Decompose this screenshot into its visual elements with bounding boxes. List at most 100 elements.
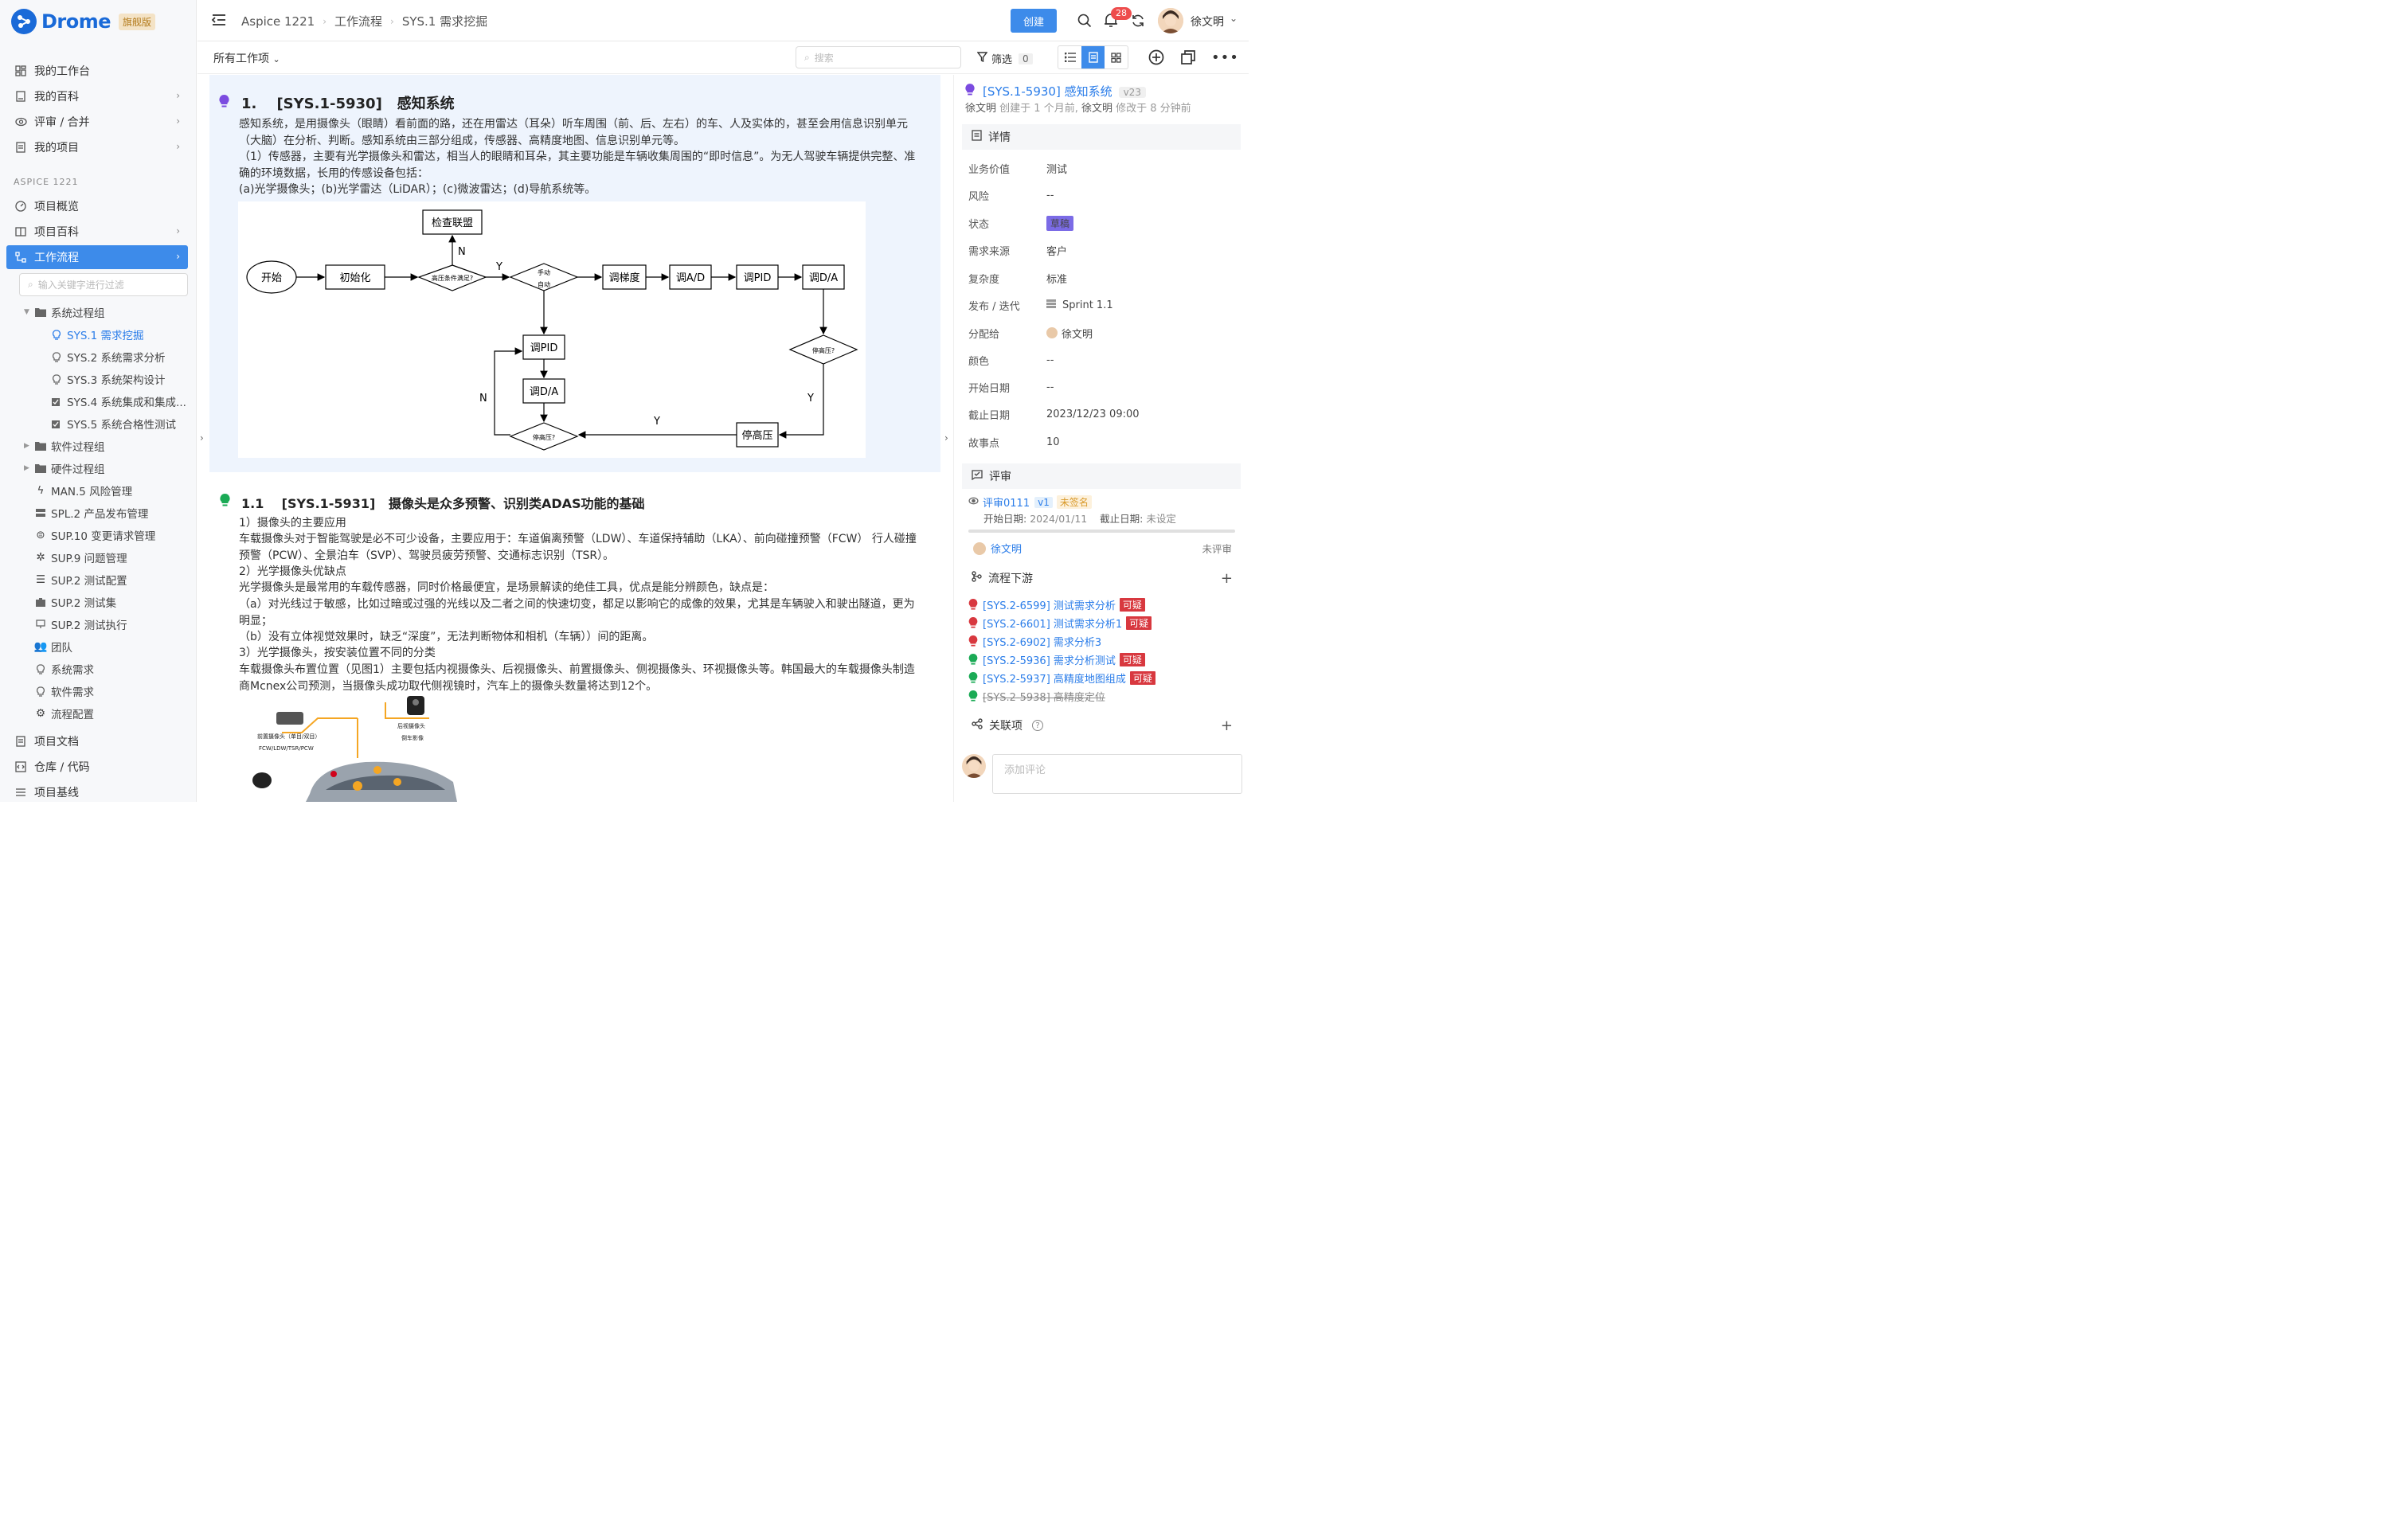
avatar[interactable] <box>1158 8 1183 33</box>
dashboard-icon <box>14 64 27 77</box>
nav-my-workbench[interactable]: 我的工作台 <box>6 59 188 83</box>
downstream-section-header[interactable]: 流程下游+ <box>962 565 1241 591</box>
requirement-block-selected[interactable]: 1. [SYS.1-5930] 感知系统 感知系统，是用摄像头（眼睛）看前面的路… <box>209 75 940 472</box>
modified-time: 修改于 8 分钟前 <box>1116 103 1191 115</box>
tree-item-sw-req[interactable]: 软件需求 <box>35 682 94 701</box>
tree-item-sup2-exec[interactable]: SUP.2 测试执行 <box>35 615 127 634</box>
list-view-icon[interactable] <box>1058 46 1081 68</box>
tree-item-sup9[interactable]: ✲SUP.9 问题管理 <box>35 548 127 567</box>
create-button[interactable]: 创建 <box>1011 9 1057 33</box>
field-row[interactable]: 颜色-- <box>968 352 1054 368</box>
search-icon[interactable] <box>1077 14 1092 31</box>
downstream-item[interactable]: [SYS.2-5937] 高精度地图组成可疑 <box>968 670 1155 686</box>
section-title: 关联项 <box>989 720 1023 733</box>
copy-window-icon[interactable] <box>1180 49 1196 68</box>
breadcrumb-project[interactable]: Aspice 1221 <box>241 14 315 29</box>
downstream-link[interactable]: [SYS.2-6601] 测试需求分析1 <box>983 618 1123 631</box>
downstream-link[interactable]: [SYS.2-5938] 高精度定位 <box>983 691 1105 704</box>
field-row[interactable]: 风险-- <box>968 187 1054 203</box>
downstream-item[interactable]: [SYS.2-5936] 需求分析测试可疑 <box>968 651 1145 667</box>
field-row[interactable]: 需求来源客户 <box>968 242 1067 258</box>
tree-item-sys3[interactable]: SYS.3 系统架构设计 <box>51 369 166 389</box>
breadcrumb-current[interactable]: SYS.1 需求挖掘 <box>401 14 488 29</box>
all-items-dropdown[interactable]: 所有工作项 ⌄ <box>213 50 280 66</box>
bulb-icon <box>35 663 46 674</box>
field-label: 复杂度 <box>968 273 1000 286</box>
downstream-link[interactable]: [SYS.2-5937] 高精度地图组成 <box>983 673 1126 686</box>
filter-button[interactable]: 筛选 0 <box>976 51 1033 66</box>
user-name[interactable]: 徐文明 <box>1191 16 1224 29</box>
downstream-item[interactable]: [SYS.2-6902] 需求分析3 <box>968 633 1101 649</box>
breadcrumb-workflow[interactable]: 工作流程 <box>334 14 383 29</box>
nav-project-wiki[interactable]: 项目百科› <box>6 220 188 244</box>
grid-view-icon[interactable] <box>1105 46 1128 68</box>
tree-item-spl2[interactable]: SPL.2 产品发布管理 <box>35 503 148 522</box>
checklist-icon <box>51 418 62 429</box>
tree-item-team[interactable]: 👥团队 <box>34 637 72 656</box>
add-icon[interactable]: + <box>1220 717 1233 734</box>
help-icon[interactable]: ? <box>1032 720 1043 731</box>
nav-review-merge[interactable]: 评审 / 合并› <box>6 110 188 134</box>
field-row[interactable]: 复杂度标准 <box>968 270 1067 286</box>
reviewer-row[interactable]: 徐文明 未评审 <box>973 541 1232 556</box>
chevron-down-icon[interactable]: ⌄ <box>1230 13 1238 24</box>
review-section-header[interactable]: 评审 <box>962 463 1241 489</box>
review-name[interactable]: 评审0111 <box>983 498 1030 510</box>
nav-project-baseline[interactable]: 项目基线 <box>6 780 188 804</box>
caret-right-icon: ▶ <box>24 464 29 472</box>
field-row[interactable]: 状态草稿 <box>968 215 1074 231</box>
details-section-header[interactable]: 详情 <box>962 124 1241 150</box>
briefcase-icon <box>35 596 46 608</box>
nav-workflow[interactable]: 工作流程› <box>6 245 188 269</box>
tree-item-sys-req[interactable]: 系统需求 <box>35 659 94 678</box>
downstream-item[interactable]: [SYS.2-5938] 高精度定位 <box>968 688 1105 704</box>
tree-item-software-group[interactable]: ▶软件过程组 <box>24 436 105 455</box>
tree-item-sys5[interactable]: SYS.5 系统合格性测试 <box>51 414 176 433</box>
tree-item-sup10[interactable]: ⊜SUP.10 变更请求管理 <box>35 526 155 545</box>
field-row[interactable]: 分配给徐文明 <box>968 325 1093 341</box>
nav-project-overview[interactable]: 项目概览 <box>6 194 188 218</box>
review-progress-bar <box>968 530 1235 533</box>
collapse-sidebar-icon[interactable] <box>211 12 227 31</box>
downstream-item[interactable]: [SYS.2-6599] 测试需求分析可疑 <box>968 596 1145 612</box>
tree-label: 系统需求 <box>51 664 94 677</box>
tree-item-sys2[interactable]: SYS.2 系统需求分析 <box>51 347 166 366</box>
comment-input[interactable]: 添加评论 <box>992 754 1242 794</box>
more-icon[interactable]: ••• <box>1211 49 1239 66</box>
collapse-left-icon[interactable]: › <box>200 432 204 444</box>
tree-item-sup2-config[interactable]: ☰SUP.2 测试配置 <box>35 570 127 589</box>
nav-repo-code[interactable]: 仓库 / 代码 <box>6 755 188 779</box>
field-row[interactable]: 开始日期-- <box>968 379 1054 395</box>
logo[interactable]: Drome 旗舰版 <box>11 8 156 35</box>
field-row[interactable]: 业务价值测试 <box>968 160 1067 176</box>
tree-item-sys1[interactable]: SYS.1 需求挖掘 <box>51 325 144 344</box>
add-icon[interactable]: + <box>1220 569 1233 587</box>
downstream-link[interactable]: [SYS.2-5936] 需求分析测试 <box>983 655 1116 667</box>
tree-item-sup2-set[interactable]: SUP.2 测试集 <box>35 592 116 612</box>
tree-item-system-group[interactable]: ▼系统过程组 <box>24 303 105 322</box>
downstream-link[interactable]: [SYS.2-6599] 测试需求分析 <box>983 600 1116 612</box>
tree-item-hardware-group[interactable]: ▶硬件过程组 <box>24 459 105 478</box>
downstream-link[interactable]: [SYS.2-6902] 需求分析3 <box>983 636 1102 649</box>
field-label: 开始日期 <box>968 382 1011 395</box>
sync-icon[interactable] <box>1131 14 1145 31</box>
tree-filter-input[interactable]: ⌕输入关键字进行过滤 <box>19 273 188 296</box>
search-input[interactable]: ⌕搜索 <box>796 46 961 68</box>
nav-my-wiki[interactable]: 我的百科› <box>6 84 188 108</box>
tree-item-sys4[interactable]: SYS.4 系统集成和集成... <box>51 392 186 411</box>
nav-project-docs[interactable]: 项目文档 <box>6 729 188 753</box>
collapse-right-icon[interactable]: › <box>944 432 948 444</box>
nav-my-projects[interactable]: 我的项目› <box>6 135 188 159</box>
review-item[interactable]: 评审0111 v1 未签名 <box>968 494 1092 510</box>
checklist-icon <box>51 396 62 407</box>
relations-section-header[interactable]: 关联项? + <box>962 713 1241 738</box>
document-view-icon[interactable] <box>1081 46 1105 68</box>
add-circle-icon[interactable] <box>1148 49 1164 68</box>
tree-item-process-config[interactable]: ⚙流程配置 <box>35 704 94 723</box>
